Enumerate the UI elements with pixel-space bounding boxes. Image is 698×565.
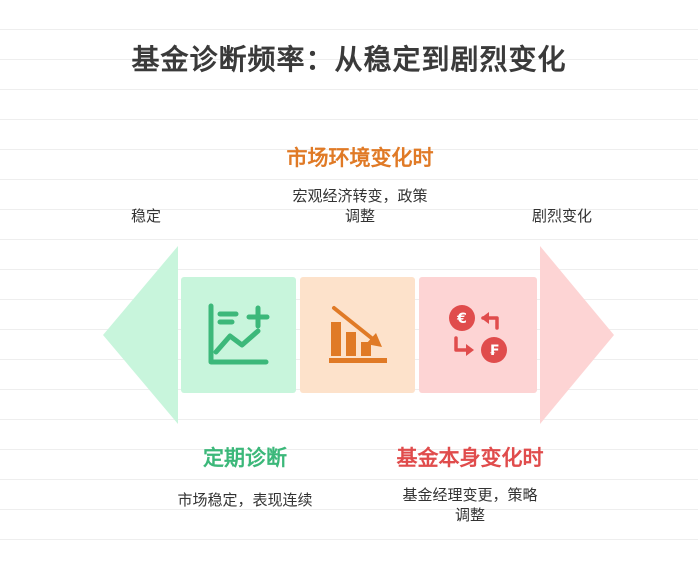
description-line: 基金经理变更，策略 [402,486,538,504]
right-arrow-head [540,246,614,424]
stage-description-market-change: 宏观经济转变，政策 调整 [260,186,460,226]
stage-segment-regular [181,277,296,393]
description-line: 调整 [454,506,485,524]
stage-heading-regular: 定期诊断 [203,445,287,470]
stage-heading-market-change: 市场环境变化时 [286,145,434,170]
description-line: 宏观经济转变，政策 [292,187,428,205]
svg-text:€: € [456,311,467,327]
scale-label-stable: 稳定 [131,207,162,225]
declining-bars-icon [329,306,387,363]
stage-heading-fund-change: 基金本身变化时 [396,445,544,470]
stage-segment-fund-change [419,277,537,393]
stage-description-regular: 市场稳定，表现连续 [177,491,313,509]
svg-text:₣: ₣ [489,343,499,359]
left-arrow-head [103,246,178,424]
scale-label-drastic: 剧烈变化 [532,207,593,225]
chart-plus-icon [208,303,270,365]
stage-description-fund-change: 基金经理变更，策略 调整 [370,485,570,525]
description-line: 调整 [344,207,375,225]
currency-exchange-icon: € ₣ [449,305,507,363]
page-title: 基金诊断频率：从稳定到剧烈变化 [131,43,567,76]
stage-segment-market-change [300,277,415,393]
